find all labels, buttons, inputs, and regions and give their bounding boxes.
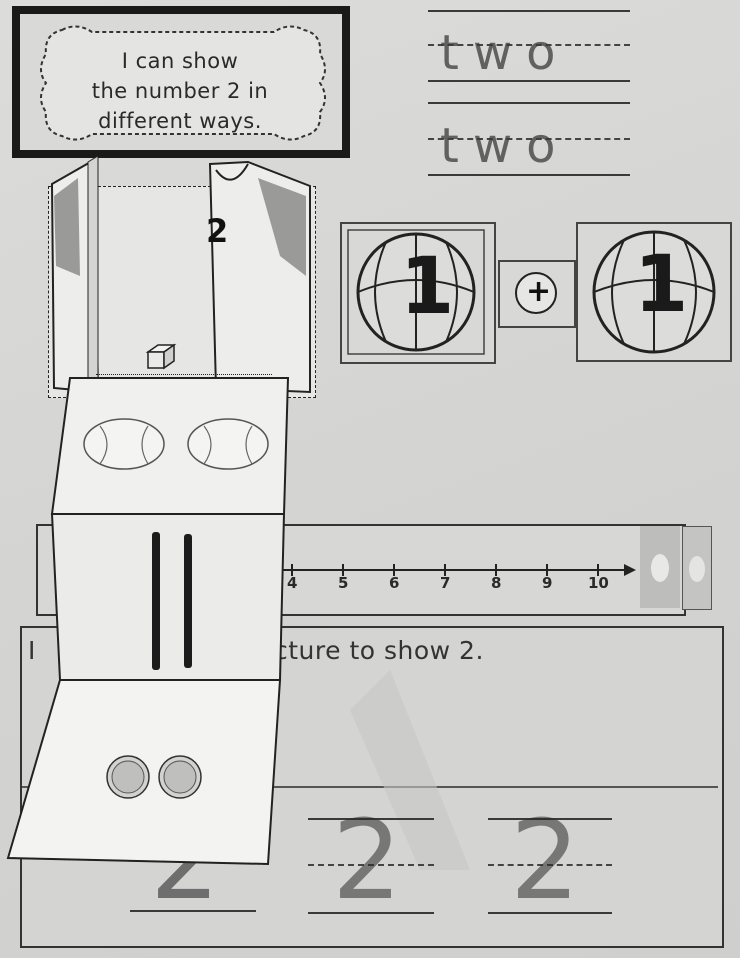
plus-circle-icon	[515, 272, 557, 314]
tick-label: 6	[389, 574, 400, 592]
fold-line	[96, 374, 272, 375]
writing-mid-line	[428, 44, 630, 46]
basketball-card-left: 1	[340, 222, 496, 364]
traced-word-2: two	[440, 118, 570, 174]
tick-label: 7	[440, 574, 451, 592]
title-line-1: I can show	[121, 49, 239, 73]
numeral-top-line-3	[488, 818, 612, 820]
plus-sign: +	[526, 274, 552, 309]
tick-label: 9	[542, 574, 553, 592]
strip-end-tab	[682, 526, 712, 610]
writing-base-line	[428, 80, 630, 82]
fold-shadow	[350, 670, 470, 870]
title-line-3: different ways.	[98, 109, 262, 133]
plus-card: +	[498, 260, 576, 328]
numeral-base-line-1	[130, 910, 256, 912]
addend-left: 1	[400, 242, 455, 332]
scalloped-frame-icon	[40, 25, 326, 141]
numeral-mid-line-3	[488, 864, 612, 866]
tab-hole-icon	[651, 554, 669, 582]
strip-tab	[640, 526, 680, 608]
writing-base-line-2	[428, 174, 630, 176]
tick-label: 10	[588, 574, 609, 592]
writing-top-line	[428, 10, 630, 12]
basketball-card-right: 1	[576, 222, 732, 362]
writing-mid-line-2	[428, 138, 630, 140]
basketball-icon	[347, 229, 485, 355]
addend-right: 1	[634, 240, 689, 330]
tick-label: 8	[491, 574, 502, 592]
number-line	[280, 564, 636, 576]
prompt-start: I	[28, 636, 36, 665]
numeral-mid-line-2	[308, 864, 434, 866]
traced-word-1: two	[440, 25, 570, 81]
writing-top-line-2	[428, 102, 630, 104]
penny-icons	[106, 755, 202, 799]
tick-label: 5	[338, 574, 349, 592]
jersey-flaps	[50, 156, 311, 394]
learning-goal-text: I can show the number 2 in different way…	[60, 46, 300, 136]
title-frame: I can show the number 2 in different way…	[20, 14, 342, 150]
jersey-number: 2	[206, 212, 229, 250]
tab-hole-icon	[689, 556, 705, 582]
basketball-icon	[592, 230, 716, 354]
tick-label: 4	[287, 574, 298, 592]
traced-numeral-3: 2	[510, 796, 580, 924]
unit-cube-icon	[145, 343, 177, 370]
accordion-foldout	[6, 377, 290, 866]
traced-numeral-2: 2	[332, 796, 402, 924]
numeral-base-line-3	[488, 912, 612, 914]
prompt-text: cture to show 2.	[274, 636, 484, 665]
baseball-icons	[83, 418, 269, 470]
numeral-base-line-2	[308, 912, 434, 914]
box-divider	[22, 786, 718, 788]
title-banner: I can show the number 2 in different way…	[12, 6, 350, 158]
title-line-2: the number 2 in	[91, 79, 269, 103]
tally-marks	[152, 532, 192, 670]
numeral-top-line-2	[308, 818, 434, 820]
